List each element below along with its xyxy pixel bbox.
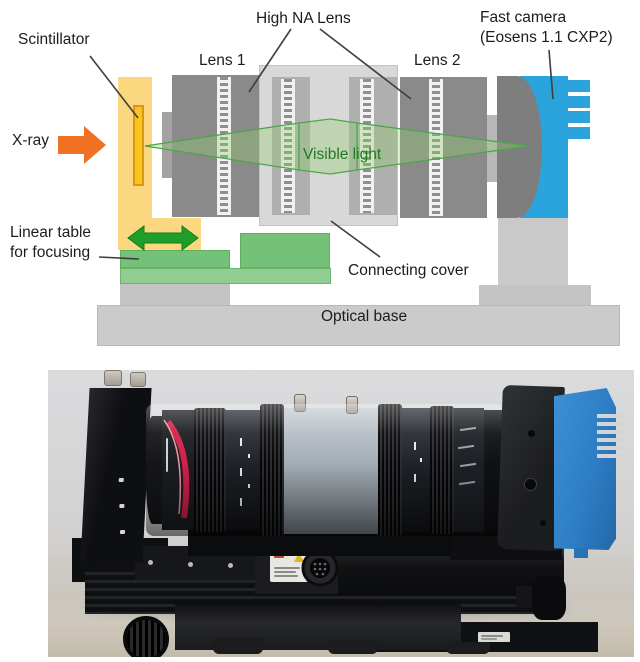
camera-fin <box>568 80 590 92</box>
label-linear-table-line1: Linear table <box>10 224 92 241</box>
photo-thumbscrew <box>130 372 146 387</box>
photo-lens-logo-section <box>162 410 194 530</box>
photo-heatsink-fin-gap <box>597 454 623 458</box>
photo-heatsink-fin-gap <box>597 438 623 442</box>
photo-tube-screw <box>346 396 358 414</box>
photo-foot <box>328 640 378 654</box>
linear-table-lower <box>120 268 331 284</box>
lens2-barrel <box>400 77 487 218</box>
camera-pedestal <box>498 218 568 285</box>
photo-center-tube <box>284 408 378 534</box>
label-lens1: Lens 1 <box>199 52 246 69</box>
label-linear-table-line2: for focusing <box>10 243 91 261</box>
photo-camera-body-blue <box>554 388 616 550</box>
photo-knurled-ring <box>430 406 454 534</box>
label-linear-table: Linear table for focusing <box>10 223 91 263</box>
photo-heatsink-fin-gap <box>597 422 623 426</box>
photo-camera-connector-stub <box>574 548 588 558</box>
label-fast-camera-line2: (Eosens 1.1 CXP2) <box>480 28 613 46</box>
photo-heatsink-fin-gap <box>597 446 623 450</box>
setup-photograph <box>48 370 634 657</box>
lens1-ring <box>217 77 231 215</box>
linear-table-upper-left <box>120 250 230 268</box>
photo-micrometer-knob <box>532 576 566 620</box>
lens1-rear-ring <box>281 79 295 213</box>
photo-knurled-ring <box>260 404 284 536</box>
scintillator-shape <box>133 105 144 186</box>
photo-engraved-ring <box>454 408 484 532</box>
lens2-ring <box>429 79 443 216</box>
label-fast-camera-line1: Fast camera <box>480 9 567 26</box>
label-visible-light: Visible light <box>303 146 382 163</box>
photo-lens-cone <box>146 416 162 524</box>
photo-focus-scale-ring <box>226 410 260 530</box>
label-optical-base: Optical base <box>321 308 408 325</box>
label-xray: X-ray <box>12 132 50 149</box>
photo-heatsink-fin-gap <box>597 430 623 434</box>
photo-foot <box>446 642 490 654</box>
photo-heatsink-fin-gap <box>597 414 623 418</box>
photo-aperture-ring <box>402 408 430 532</box>
schematic-diagram: Scintillator High NA Lens Fast camera (E… <box>10 8 620 346</box>
photo-focus-knob <box>123 616 169 657</box>
camera-fin <box>568 111 590 123</box>
camera-fin <box>568 126 590 139</box>
warning-triangle-icon <box>294 553 304 562</box>
camera-fin <box>568 95 590 108</box>
optical-base-shape <box>97 305 620 346</box>
label-scintillator: Scintillator <box>18 31 90 48</box>
photo-thumbscrew <box>104 370 122 386</box>
photo-mount-plate <box>80 388 152 562</box>
photo-knurled-ring <box>194 408 226 532</box>
photo-foot <box>213 638 263 654</box>
label-connecting-cover: Connecting cover <box>348 262 469 279</box>
label-lens2: Lens 2 <box>414 52 461 69</box>
label-high-na-lens: High NA Lens <box>256 10 351 27</box>
photo-stage-label <box>478 632 510 642</box>
xray-arrow <box>58 126 106 164</box>
linear-table-upper-right <box>240 233 330 268</box>
label-fast-camera: Fast camera (Eosens 1.1 CXP2) <box>480 8 613 48</box>
photo-tube-screw <box>294 394 306 412</box>
leader-connecting-cover <box>330 220 381 258</box>
lens1-barrel <box>172 75 260 217</box>
photo-knurled-ring <box>378 404 402 536</box>
